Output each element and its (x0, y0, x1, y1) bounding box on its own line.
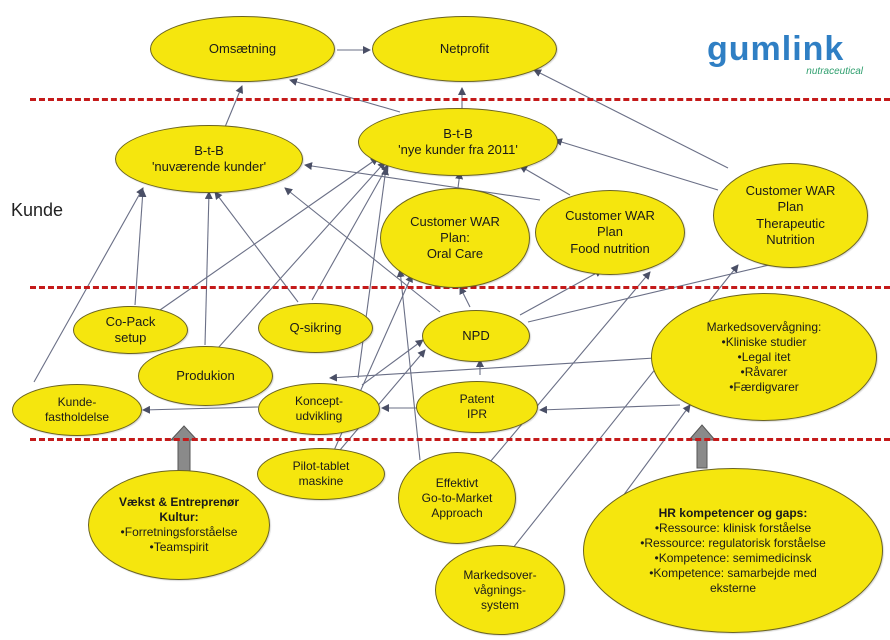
arrow-qsikring-btb-new (311, 164, 389, 301)
arrow-koncept-npd (361, 339, 424, 386)
node-qsikring: Q-sikring (258, 303, 373, 353)
arrow-markeds-patent (539, 404, 681, 414)
arrow-copack-btb-current (134, 189, 147, 306)
arrow-produkion-btb-new (217, 161, 386, 349)
divider-bottom (30, 438, 890, 441)
logo-wordmark: gumlink (707, 30, 845, 68)
node-hr: HR kompetencer og gaps: •Ressource: klin… (583, 468, 883, 633)
hr-block-arrow (687, 424, 717, 469)
arrow-copack-btb-new (159, 157, 379, 311)
arrow-qsikring-btb-current (214, 191, 299, 303)
node-omsaetning: Omsætning (150, 16, 335, 82)
gumlink-logo: gumlink nutraceutical (707, 32, 877, 77)
arrow-hr-markeds (619, 404, 691, 501)
arrow-kunde-btb-current (33, 187, 144, 383)
arrow-war-food-btb-new (519, 165, 571, 196)
arrow-effektivt-war-food (489, 271, 651, 463)
node-btb-new: B-t-B 'nye kunder fra 2011' (358, 108, 558, 176)
arrow-pilot-npd (339, 349, 426, 451)
node-koncept: Koncept- udvikling (258, 383, 380, 435)
arrow-npd-btb-current (284, 187, 441, 313)
kunde-label: Kunde (11, 200, 64, 220)
arrow-npd-war-food (519, 269, 603, 316)
arrow-markeds-koncept (329, 357, 656, 382)
node-war-oral: Customer WAR Plan: Oral Care (380, 188, 530, 288)
arrow-btb-new-omsaetning (289, 78, 401, 113)
divider-top (30, 98, 890, 101)
node-patent: Patent IPR (416, 381, 538, 433)
arrow-koncept-btb-new (357, 167, 390, 379)
node-produkion: Produkion (138, 346, 273, 406)
arrow-war-food-btb-current (304, 162, 541, 201)
vaekst-block-arrow (169, 425, 199, 473)
node-vaekst: Vækst & Entreprenør Kultur: •Forretnings… (88, 470, 270, 580)
node-npd: NPD (422, 310, 530, 362)
node-war-food: Customer WAR Plan Food nutrition (535, 190, 685, 275)
node-war-thera: Customer WAR Plan Therapeutic Nutrition (713, 163, 868, 268)
arrow-btb-current-omsaetning (224, 85, 244, 128)
logo-tagline: nutraceutical (806, 66, 863, 77)
arrow-produkion-btb-current (204, 191, 213, 346)
node-effektivt: Effektivt Go-to-Market Approach (398, 452, 516, 544)
arrow-npd-war-oral (459, 286, 471, 308)
node-kundefastholdelse: Kunde- fastholdelse (12, 384, 142, 436)
node-markedsovervagning: Markedsovervågning: •Kliniske studier •L… (651, 293, 877, 421)
node-pilot: Pilot-tablet maskine (257, 448, 385, 500)
arrow-effektivt-war-oral (396, 269, 421, 461)
node-btb-current: B-t-B 'nuværende kunder' (115, 125, 303, 193)
arrow-war-thera-netprofit (533, 69, 729, 169)
node-netprofit: Netprofit (372, 16, 557, 82)
arrow-koncept-kundefastholdelse (142, 405, 259, 414)
arrow-npd-war-thera (527, 257, 791, 323)
node-copack: Co-Pack setup (73, 306, 188, 354)
node-markedssystem: Markedsover- vågnings- system (435, 545, 565, 635)
arrow-war-thera-btb-new (554, 138, 719, 191)
